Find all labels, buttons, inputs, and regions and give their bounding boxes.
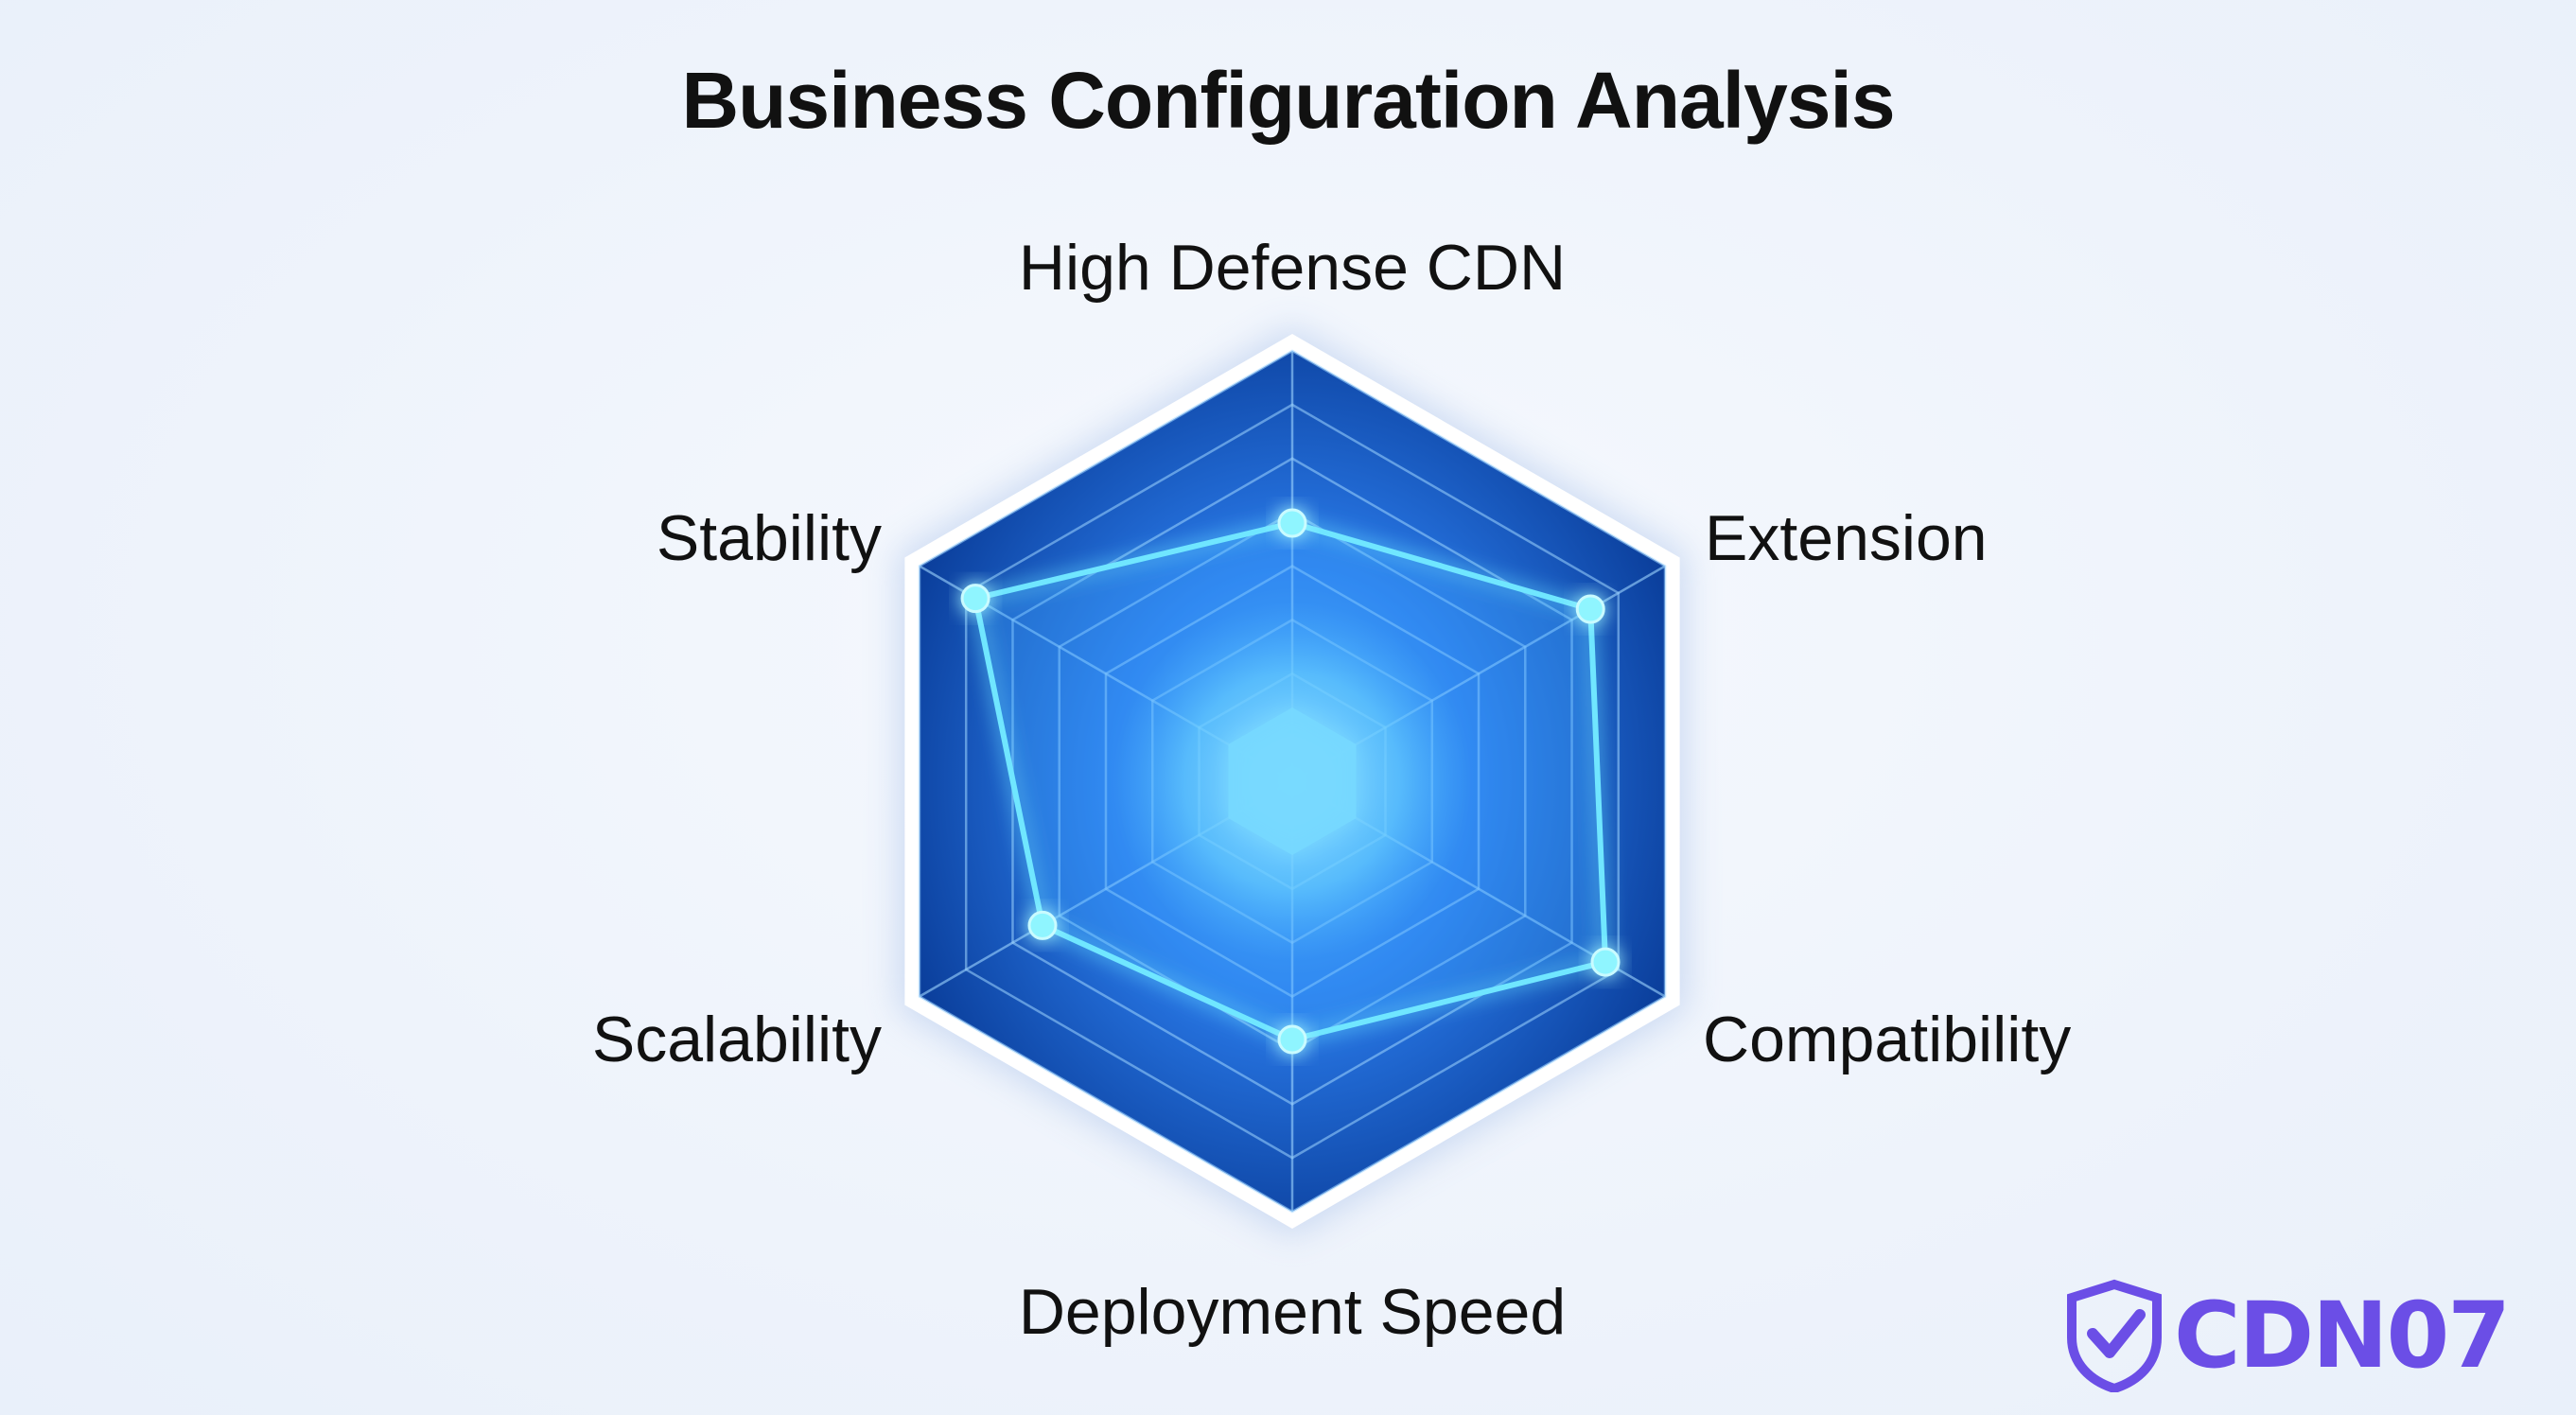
axis-labels: High Defense CDN ExtensionCompatibilityDe… — [592, 232, 2071, 1348]
brand-text: CDN07 — [2174, 1283, 2511, 1389]
series-point — [1277, 1024, 1307, 1055]
brand-logo: CDN07 — [2062, 1279, 2535, 1392]
shield-check-icon — [2067, 1279, 2162, 1392]
chart-title: Business Configuration Analysis — [681, 56, 1895, 145]
radar-series — [960, 508, 1621, 1055]
series-point — [960, 584, 990, 614]
axis-label: Extension — [1705, 502, 1988, 574]
axis-label: Scalability — [592, 1004, 882, 1075]
axis-label: Stability — [657, 502, 882, 574]
axis-label: High Defense CDN — [1019, 232, 1566, 304]
series-point — [1575, 594, 1605, 624]
series-point — [1590, 947, 1621, 977]
axis-label: Compatibility — [1703, 1004, 2071, 1075]
series-point — [1277, 508, 1307, 538]
series-point — [1027, 910, 1058, 940]
axis-label: Deployment Speed — [1019, 1276, 1566, 1348]
